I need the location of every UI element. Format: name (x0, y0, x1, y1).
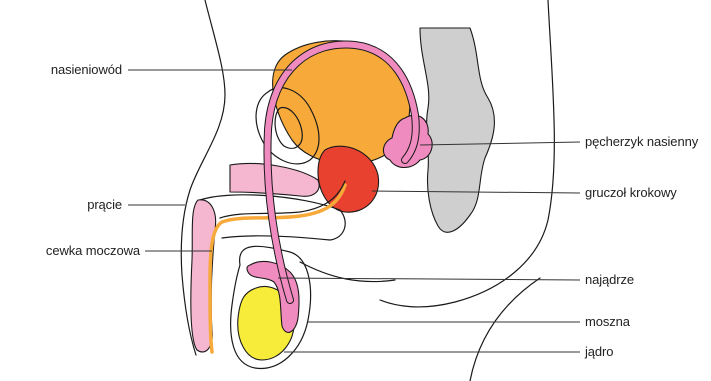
label-seminal-vesicle: pęcherzyk nasienny (585, 134, 698, 150)
label-testis: jądro (585, 344, 613, 360)
rectum-shape (420, 28, 494, 232)
leader-epididymis (278, 278, 580, 280)
penis-upper-tissue (230, 163, 319, 196)
label-urethra: cewka moczowa (8, 243, 140, 259)
label-epididymis: najądrze (585, 272, 634, 288)
label-penis: prącie (60, 197, 122, 213)
label-prostate: gruczoł krokowy (585, 185, 677, 201)
label-scrotum: moszna (585, 314, 630, 330)
label-vas-deferens: nasieniowód (30, 62, 122, 78)
